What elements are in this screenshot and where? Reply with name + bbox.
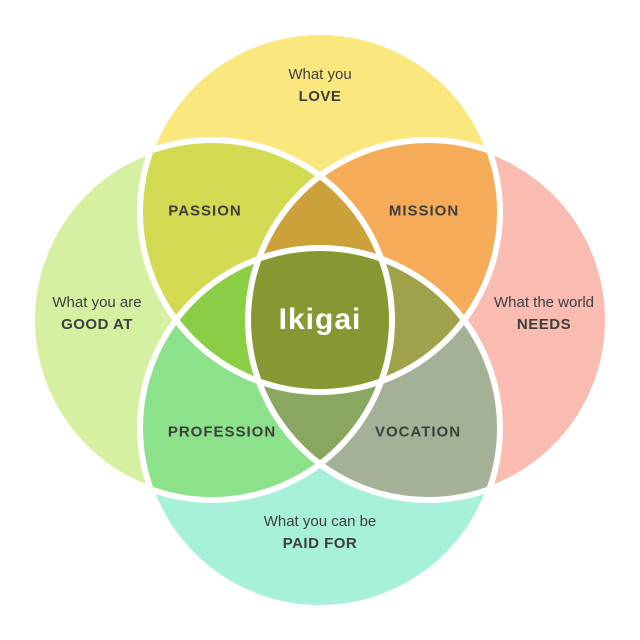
needs-label: What the world NEEDS [494, 292, 594, 336]
love-label-line2: LOVE [298, 88, 342, 105]
mission-label: MISSION [388, 202, 460, 220]
good-at-label-line1: What you are [52, 294, 142, 311]
ikigai-center-label: Ikigai [278, 303, 362, 336]
good-at-label-line2: GOOD AT [61, 316, 133, 333]
paid-for-label-line1: What you can be [263, 513, 377, 530]
needs-circle-outline [245, 137, 611, 503]
paid-for-circle [140, 248, 500, 608]
needs-label-line2: NEEDS [516, 316, 572, 333]
paid-for-circle-outline [137, 245, 503, 611]
vocation-label: VOCATION [374, 423, 462, 441]
paid-for-label-line2: PAID FOR [282, 535, 358, 552]
good-at-circle-outline [29, 137, 395, 503]
love-label-line1: What you [288, 66, 352, 83]
needs-label-line1: What the world [493, 294, 595, 311]
good-at-label: What you are GOOD AT [52, 292, 141, 336]
profession-label: PROFESSION [167, 423, 277, 441]
paid-for-label: What you can be PAID FOR [264, 511, 377, 555]
passion-label: PASSION [168, 202, 242, 220]
love-circle-outline [137, 29, 503, 395]
love-label: What you LOVE [288, 64, 351, 108]
